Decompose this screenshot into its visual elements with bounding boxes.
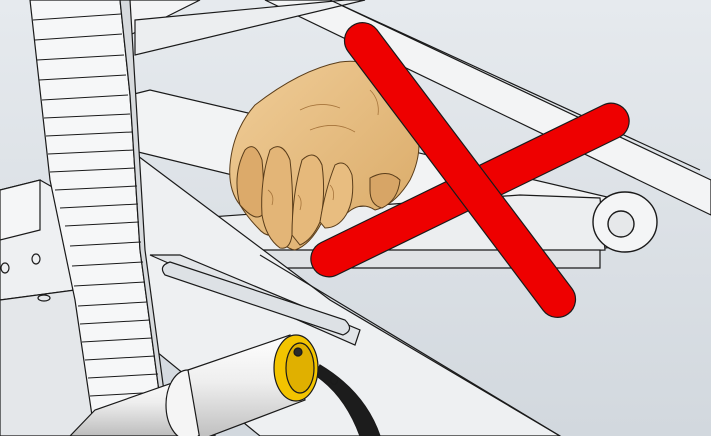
pivot-joint: [593, 192, 657, 252]
